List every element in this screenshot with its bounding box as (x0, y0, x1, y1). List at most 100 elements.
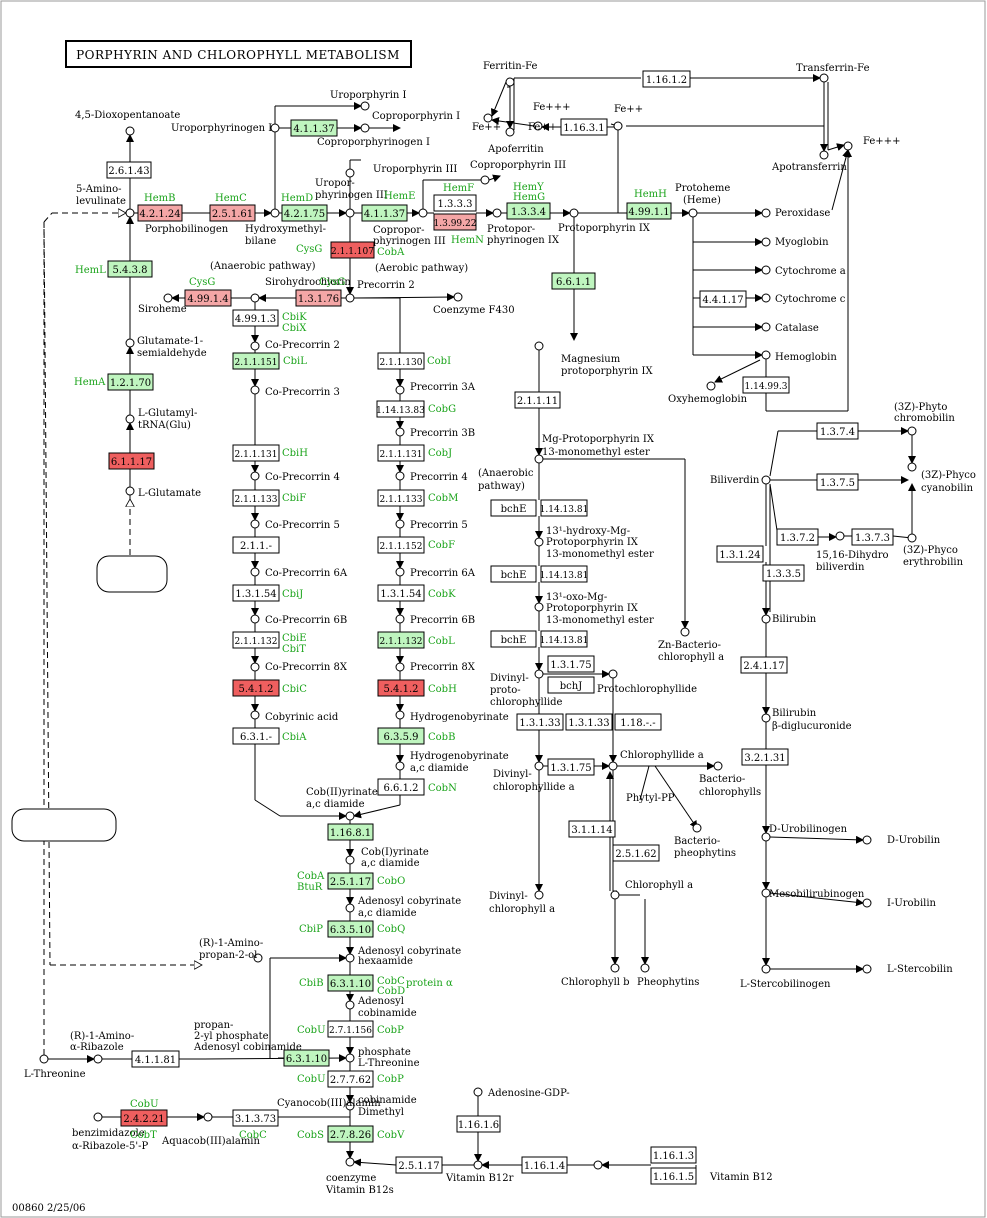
enzyme-box-6-1-1-17[interactable]: 6.1.1.17 (108, 452, 155, 470)
compound-node[interactable] (345, 903, 355, 913)
compound-node[interactable] (534, 341, 544, 351)
enzyme-box-2-1-1-130[interactable]: 2.1.1.130 (377, 352, 425, 370)
enzyme-box-1-3-3-3[interactable]: 1.3.3.3 (433, 194, 477, 212)
enzyme-box-4-4-1-17[interactable]: 4.4.1.17 (699, 290, 747, 308)
compound-node[interactable] (250, 293, 260, 303)
compound-node[interactable] (395, 519, 405, 529)
compound-node[interactable] (250, 471, 260, 481)
compound-node[interactable] (250, 341, 260, 351)
compound-node[interactable] (907, 426, 917, 436)
compound-node[interactable] (395, 427, 405, 437)
enzyme-box-3-2-1-31[interactable]: 3.2.1.31 (741, 748, 789, 766)
enzyme-box-4-2-1-24[interactable]: 4.2.1.24 (137, 204, 183, 222)
enzyme-box-1-18-[interactable]: 1.18.-.- (614, 713, 662, 731)
enzyme-box-6-6-1-2[interactable]: 6.6.1.2 (377, 778, 425, 796)
compound-node[interactable] (453, 292, 463, 302)
enzyme-box-1-14-13-81[interactable]: 1.14.13.81 (540, 499, 589, 517)
enzyme-box-1-14-99-3[interactable]: 1.14.99.3 (742, 376, 790, 394)
compound-node[interactable] (862, 898, 872, 908)
compound-node[interactable] (125, 126, 135, 136)
enzyme-box-1-3-3-4[interactable]: 1.3.3.4 (506, 202, 551, 220)
compound-node[interactable] (395, 710, 405, 720)
enzyme-box-1-16-1-6[interactable]: 1.16.1.6 (456, 1115, 501, 1133)
compound-node[interactable] (593, 1160, 603, 1170)
enzyme-box-4-1-1-81[interactable]: 4.1.1.81 (131, 1050, 180, 1068)
compound-node[interactable] (492, 208, 502, 218)
compound-node[interactable] (569, 208, 579, 218)
compound-node[interactable] (505, 77, 515, 87)
compound-node[interactable] (360, 101, 370, 111)
compound-node[interactable] (250, 662, 260, 672)
enzyme-box-4-99-1-1[interactable]: 4.99.1.1 (626, 202, 672, 220)
compound-node[interactable] (203, 1112, 213, 1122)
compound-node[interactable] (761, 713, 771, 723)
compound-node[interactable] (480, 175, 490, 185)
enzyme-box-2-4-1-17[interactable]: 2.4.1.17 (740, 656, 788, 674)
compound-node[interactable] (533, 121, 543, 131)
enzyme-box-1-16-8-1[interactable]: 1.16.8.1 (327, 823, 374, 841)
enzyme-box-1-3-1-75[interactable]: 1.3.1.75 (547, 758, 595, 776)
enzyme-box-bchE[interactable]: bchE (490, 565, 537, 583)
enzyme-box-1-3-1-54[interactable]: 1.3.1.54 (377, 584, 425, 602)
enzyme-box-1-14-13-81[interactable]: 1.14.13.81 (540, 565, 589, 583)
compound-node[interactable] (250, 567, 260, 577)
compound-node[interactable] (345, 953, 355, 963)
enzyme-box-4-1-1-37[interactable]: 4.1.1.37 (361, 204, 408, 222)
enzyme-box-2-7-1-156[interactable]: 2.7.1.156 (327, 1020, 374, 1038)
enzyme-box-2-4-2-21[interactable]: 2.4.2.21 (120, 1109, 168, 1127)
enzyme-box-3-1-3-73[interactable]: 3.1.3.73 (232, 1109, 279, 1127)
compound-node[interactable] (835, 531, 845, 541)
compound-node[interactable] (345, 1157, 355, 1167)
linked-map-box[interactable] (11, 808, 117, 842)
compound-node[interactable] (534, 537, 544, 547)
compound-node[interactable] (692, 823, 702, 833)
compound-node[interactable] (250, 385, 260, 395)
enzyme-box-bchE[interactable]: bchE (490, 630, 537, 648)
enzyme-box-1-3-3-5[interactable]: 1.3.3.5 (762, 564, 805, 582)
compound-node[interactable] (395, 567, 405, 577)
compound-node[interactable] (761, 614, 771, 624)
compound-node[interactable] (93, 1054, 103, 1064)
enzyme-box-3-1-1-14[interactable]: 3.1.1.14 (568, 820, 616, 838)
enzyme-box-2-6-1-43[interactable]: 2.6.1.43 (106, 161, 152, 179)
compound-node[interactable] (761, 888, 771, 898)
compound-node[interactable] (713, 761, 723, 771)
enzyme-box-6-6-1-1[interactable]: 6.6.1.1 (551, 272, 596, 290)
compound-node[interactable] (473, 1087, 483, 1097)
enzyme-box-2-7-7-62[interactable]: 2.7.7.62 (327, 1070, 374, 1088)
compound-node[interactable] (270, 208, 280, 218)
enzyme-box-2-5-1-61[interactable]: 2.5.1.61 (209, 204, 256, 222)
compound-node[interactable] (688, 208, 698, 218)
enzyme-box-1-16-1-4[interactable]: 1.16.1.4 (521, 1156, 568, 1174)
compound-node[interactable] (505, 127, 515, 137)
compound-node[interactable] (360, 123, 370, 133)
compound-node[interactable] (534, 454, 544, 464)
enzyme-box-2-1-1-133[interactable]: 2.1.1.133 (377, 489, 425, 507)
compound-node[interactable] (125, 208, 135, 218)
enzyme-box-2-1-1-132[interactable]: 2.1.1.132 (377, 631, 425, 649)
enzyme-box-2-1-1-[interactable]: 2.1.1.- (232, 536, 280, 554)
enzyme-box-2-1-1-131[interactable]: 2.1.1.131 (377, 444, 425, 462)
compound-node[interactable] (613, 121, 623, 131)
compound-node[interactable] (608, 761, 618, 771)
compound-node[interactable] (395, 761, 405, 771)
enzyme-box-2-1-1-107[interactable]: 2.1.1.107 (330, 241, 375, 259)
compound-node[interactable] (345, 1053, 355, 1063)
compound-node[interactable] (345, 168, 355, 178)
compound-node[interactable] (761, 964, 771, 974)
compound-node[interactable] (761, 475, 771, 485)
compound-node[interactable] (608, 669, 618, 679)
enzyme-box-1-16-3-1[interactable]: 1.16.3.1 (560, 118, 608, 136)
compound-node[interactable] (843, 141, 853, 151)
enzyme-box-1-2-1-70[interactable]: 1.2.1.70 (107, 373, 154, 391)
compound-node[interactable] (345, 293, 355, 303)
enzyme-box-1-14-13-83[interactable]: 1.14.13.83 (376, 400, 425, 418)
compound-node[interactable] (534, 761, 544, 771)
enzyme-box-2-5-1-17[interactable]: 2.5.1.17 (327, 872, 374, 890)
compound-node[interactable] (395, 614, 405, 624)
enzyme-box-bchE[interactable]: bchE (490, 499, 537, 517)
compound-node[interactable] (345, 208, 355, 218)
compound-node[interactable] (534, 602, 544, 612)
enzyme-box-4-99-1-4[interactable]: 4.99.1.4 (184, 289, 232, 307)
compound-node[interactable] (862, 964, 872, 974)
